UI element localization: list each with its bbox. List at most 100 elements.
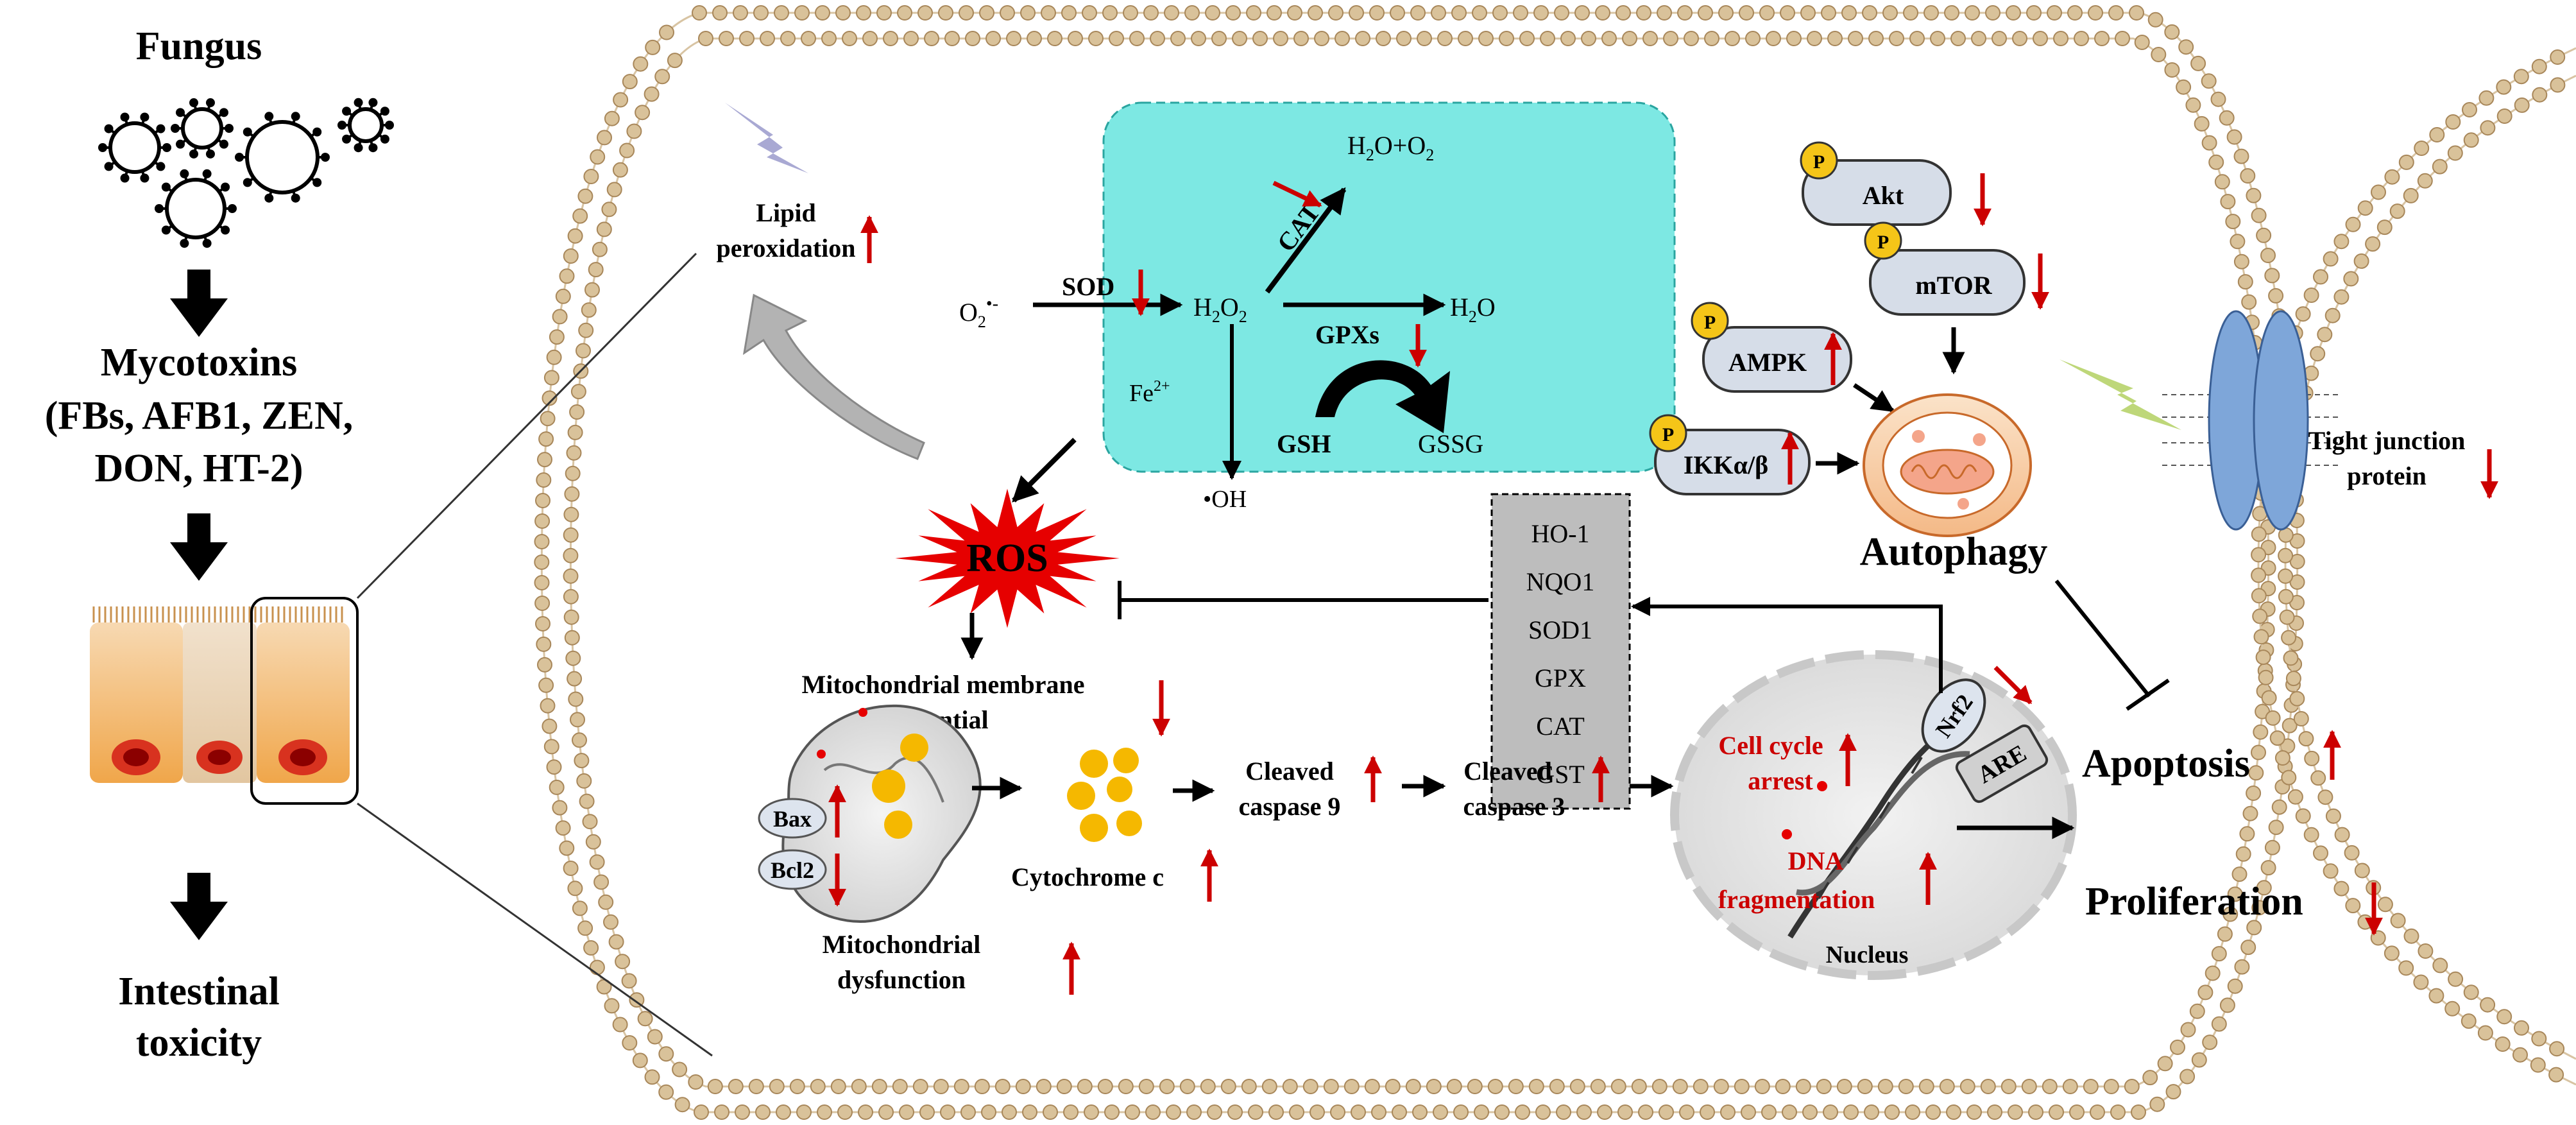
lipid-head: [2189, 1003, 2205, 1019]
lipid-head: [1519, 31, 1535, 46]
lipid-head: [2445, 114, 2461, 130]
lipid-head: [2227, 978, 2243, 994]
lipid-head: [596, 221, 612, 237]
lipid-head: [2006, 5, 2021, 21]
lipid-head: [1063, 1104, 1079, 1120]
lipid-head: [1015, 1079, 1031, 1094]
lipid-head: [1642, 31, 1658, 46]
lipid-head: [1104, 1104, 1120, 1120]
lipid-head: [2414, 141, 2430, 156]
lipid-head: [632, 1052, 648, 1069]
lipid-head: [2371, 184, 2386, 200]
lipid-head: [917, 5, 933, 21]
lipid-head: [2398, 960, 2414, 976]
lipid-head: [1581, 31, 1596, 46]
tight-junction-label: Tight junction: [2308, 426, 2466, 455]
lipid-head: [2251, 744, 2266, 760]
lipid-head: [1027, 31, 1042, 46]
lipid-head: [837, 1104, 853, 1120]
lipid-head: [2233, 148, 2249, 164]
lipid-head: [1129, 31, 1145, 46]
lipid-head: [2088, 5, 2103, 21]
lipid-head: [1287, 5, 1302, 21]
lipid-head: [2323, 863, 2339, 879]
lipid-head: [714, 1104, 729, 1120]
lipid-head: [1082, 5, 1097, 21]
lipid-head: [1118, 1079, 1134, 1094]
down-arrow-icon: [1993, 666, 2033, 705]
lipid-head: [543, 739, 559, 755]
lipid-head: [2343, 271, 2359, 287]
lipid-head: [565, 465, 581, 481]
lipid-head: [1889, 31, 1904, 46]
lipid-head: [2008, 1104, 2023, 1120]
lipid-head: [2235, 846, 2251, 862]
lipid-head: [2354, 863, 2370, 879]
lipid-head: [1677, 5, 1693, 21]
lipid-head: [549, 329, 565, 345]
lipid-head: [733, 5, 748, 21]
lipid-head: [1884, 1104, 1900, 1120]
lipid-head: [536, 636, 552, 652]
lipid-head: [1084, 1104, 1099, 1120]
lipid-head: [2432, 159, 2448, 175]
lipid-head: [2477, 1025, 2493, 1041]
lipid-head: [565, 650, 581, 666]
lipid-head: [608, 934, 624, 950]
lipid-head: [2530, 1057, 2546, 1073]
lipid-head: [1528, 1079, 1544, 1094]
lipid-head: [1576, 1104, 1592, 1120]
lipid-head: [2185, 97, 2201, 113]
lipid-head: [581, 302, 597, 318]
lipid-head: [1492, 5, 1508, 21]
lipid-head: [698, 31, 713, 46]
lipid-head: [563, 568, 579, 584]
mitochondria-section: Mitochondrial membrane potential Bax Bcl…: [758, 670, 1218, 995]
lipid-head: [567, 880, 583, 897]
lipid-head: [944, 31, 960, 46]
dysfunction-label: Mitochondrial: [823, 930, 981, 959]
lipid-head: [2287, 789, 2303, 805]
lipid-head: [567, 424, 583, 440]
lipid-head: [2256, 227, 2272, 243]
lipid-head: [1636, 5, 1651, 21]
lipid-head: [570, 712, 585, 728]
lipid-head: [1343, 1079, 1360, 1094]
lipid-head: [1857, 1079, 1873, 1094]
lipid-head: [707, 1079, 723, 1094]
lipid-head: [538, 431, 554, 447]
lipid-head: [815, 5, 830, 21]
lipid-head: [1164, 5, 1179, 21]
lipid-head: [2303, 827, 2319, 843]
lipid-head: [2264, 268, 2280, 284]
down-arrow-icon: [170, 513, 228, 581]
lipid-head: [979, 5, 994, 21]
lipid-head: [2514, 1020, 2529, 1036]
lipid-head: [892, 1079, 908, 1094]
nucleus-section: Cell cycle arrest DNA fragmentation Nucl…: [1631, 597, 2077, 980]
lipid-head: [1143, 5, 1159, 21]
lipid-head: [1328, 5, 1343, 21]
lipid-head: [1946, 1104, 1961, 1120]
gpxs-label: GPXs: [1315, 320, 1379, 349]
lipid-head: [2333, 880, 2350, 897]
lipid-head: [2279, 609, 2295, 625]
lipid-head: [604, 998, 620, 1014]
lipid-head: [1405, 1079, 1421, 1094]
lipid-head: [2205, 965, 2221, 981]
lipid-head: [1437, 31, 1453, 46]
lipid-head: [552, 800, 568, 816]
lipid-head: [2242, 805, 2258, 821]
lipid-head: [2217, 926, 2233, 942]
lipid-head: [535, 493, 550, 508]
lipid-head: [2496, 108, 2512, 124]
lipid-head: [2293, 711, 2309, 726]
phospho-icon: [1691, 302, 1729, 340]
nrf2-target-item: NQO1: [1526, 567, 1595, 596]
lipid-head: [1725, 31, 1740, 46]
lipid-head: [810, 1079, 826, 1094]
akt-label: Akt: [1863, 181, 1904, 210]
lipid-head: [1056, 1079, 1072, 1094]
inhibit-bar: [2126, 678, 2170, 711]
lipid-head: [1698, 5, 1713, 21]
